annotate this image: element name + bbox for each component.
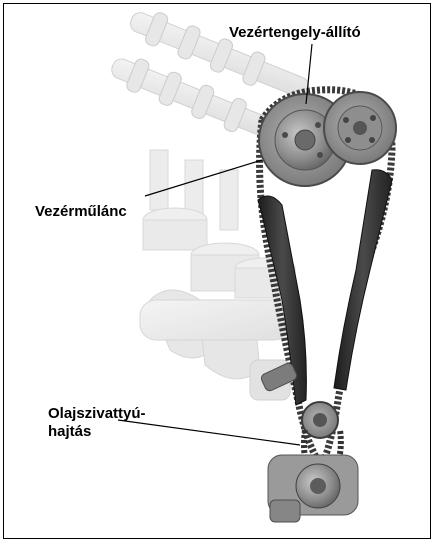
camshaft-sprocket bbox=[324, 92, 396, 164]
oil-pump-drive bbox=[268, 430, 358, 522]
label-timing-chain: Vezérműlánc bbox=[35, 203, 127, 221]
label-camshaft-adjuster: Vezértengely-állító bbox=[229, 24, 361, 42]
label-oil-pump-drive-line2: hajtás bbox=[48, 423, 146, 441]
label-oil-pump-drive: Olajszivattyú- hajtás bbox=[48, 405, 146, 441]
label-oil-pump-drive-line1: Olajszivattyú- bbox=[48, 405, 146, 423]
